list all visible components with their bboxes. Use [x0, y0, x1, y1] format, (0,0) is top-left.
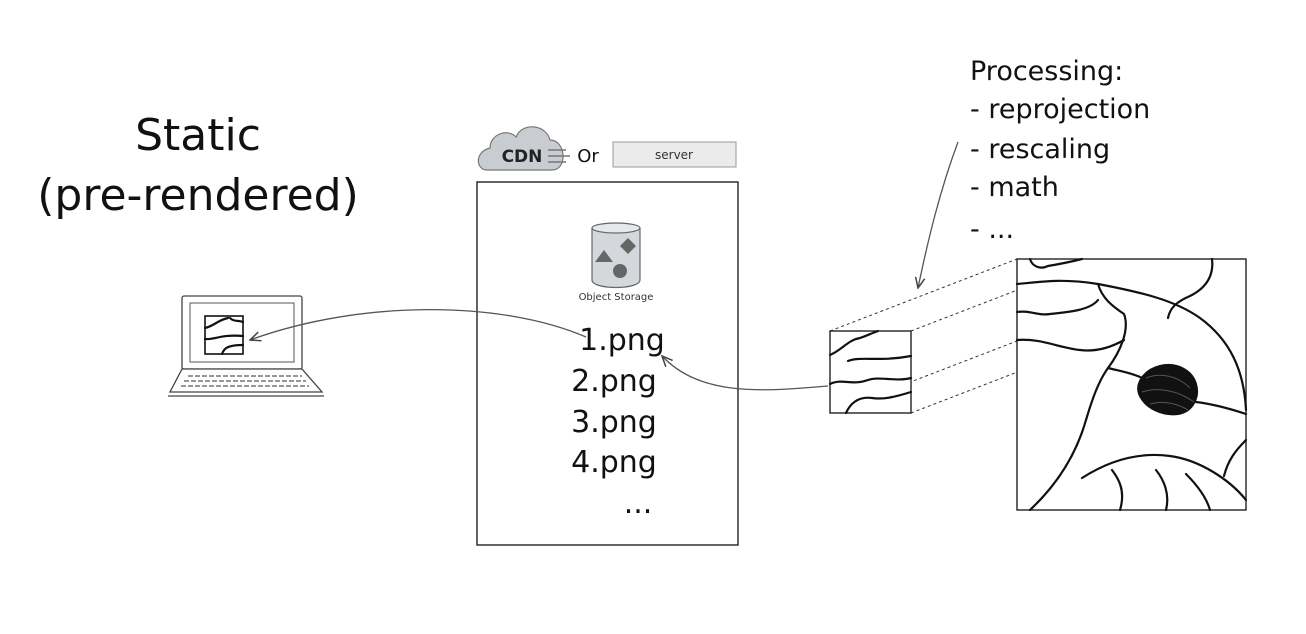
file-item: 2.png: [571, 364, 657, 399]
cdn-label: CDN: [502, 147, 543, 167]
extracted-tile: [828, 329, 913, 415]
title-line-2: (pre-rendered): [37, 170, 359, 221]
file-list: 1.png 2.png 3.png 4.png ...: [571, 323, 665, 521]
file-item: 3.png: [571, 405, 657, 440]
server-box: [612, 141, 737, 168]
object-storage-label: Object Storage: [579, 292, 654, 303]
processing-heading: Processing:: [970, 56, 1123, 87]
arrow-tile-to-storage: [662, 356, 829, 391]
arrow-processing-to-tile: [918, 141, 959, 288]
processing-item: - ...: [970, 214, 1014, 245]
file-item: 1.png: [579, 323, 665, 358]
title-line-1: Static: [135, 110, 261, 161]
storage-box: [476, 181, 739, 546]
object-storage-icon: [591, 222, 641, 289]
or-label: Or: [577, 146, 599, 167]
processing-item: - reprojection: [970, 94, 1150, 125]
server-label: server: [655, 148, 693, 162]
arrow-storage-to-laptop: [250, 308, 587, 340]
processing-item: - math: [970, 172, 1059, 203]
file-item: ...: [624, 486, 653, 521]
source-map: [1015, 257, 1248, 512]
cloud-icon: [477, 126, 570, 171]
laptop-icon: [168, 295, 324, 397]
file-item: 4.png: [571, 445, 657, 480]
processing-item: - rescaling: [970, 134, 1110, 165]
